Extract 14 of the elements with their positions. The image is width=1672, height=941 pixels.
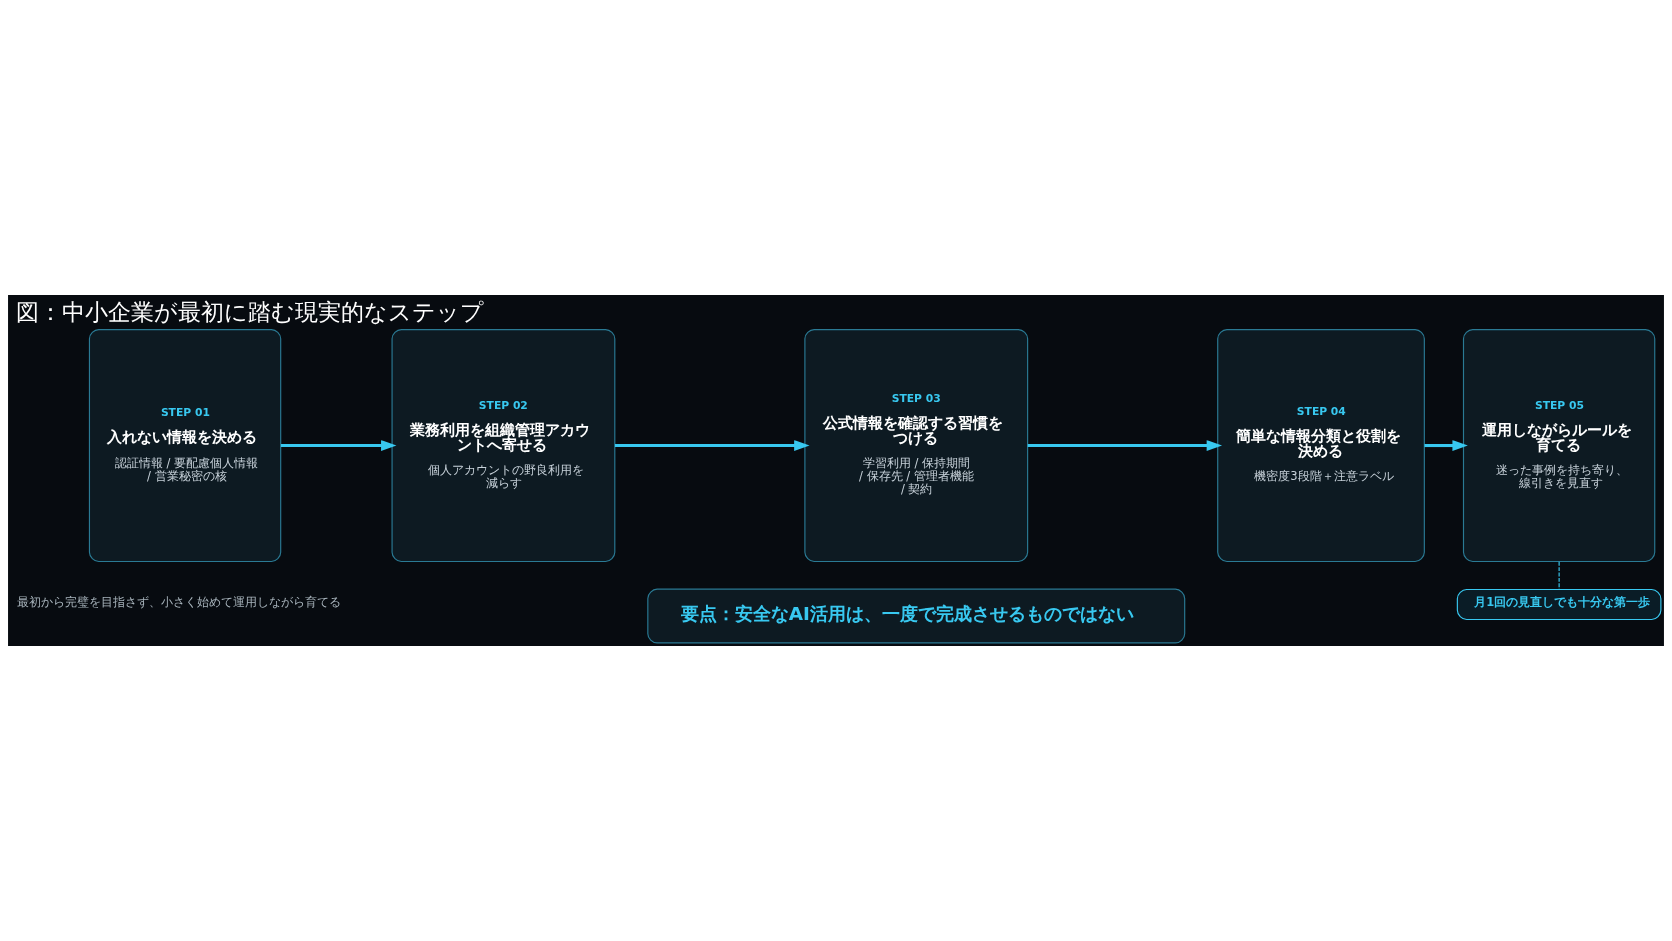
node-box: STEP 02 業務利用を組織管理アカウントへ寄せる 個人アカウントの野良利用を減らす <box>391 329 616 563</box>
node-box: 月1回の見直しでも十分な第一歩 <box>1456 588 1662 621</box>
arrow <box>280 440 397 451</box>
node-box: STEP 03 公式情報を確認する習慣をつける 学習利用 / 保持期間 / 保存先 / 管理者機能 / 契約 <box>804 329 1029 563</box>
label: 最初から完璧を目指さず、小さく始めて運用しながら育てる <box>17 594 342 609</box>
arrow <box>1027 440 1223 451</box>
node-box: STEP 01 入れない情報を決める 認証情報 / 要配慮個人情報 / 営業秘密の核 <box>88 329 282 563</box>
node-box: 要点：安全なAI活用は、一度で完成させるものではない <box>647 588 1186 644</box>
node-box: STEP 04 簡単な情報分類と役割を決める 機密度3段階＋注意ラベル <box>1217 329 1425 563</box>
node-box: STEP 05 運用しながらルールを育てる 迷った事例を持ち寄り、線引きを見直す <box>1462 329 1656 563</box>
diagram-title: 図：中小企業が最初に踏む現実的なステップ <box>16 298 485 325</box>
connector <box>1558 561 1560 590</box>
arrow <box>614 440 810 451</box>
arrow <box>1424 440 1468 451</box>
